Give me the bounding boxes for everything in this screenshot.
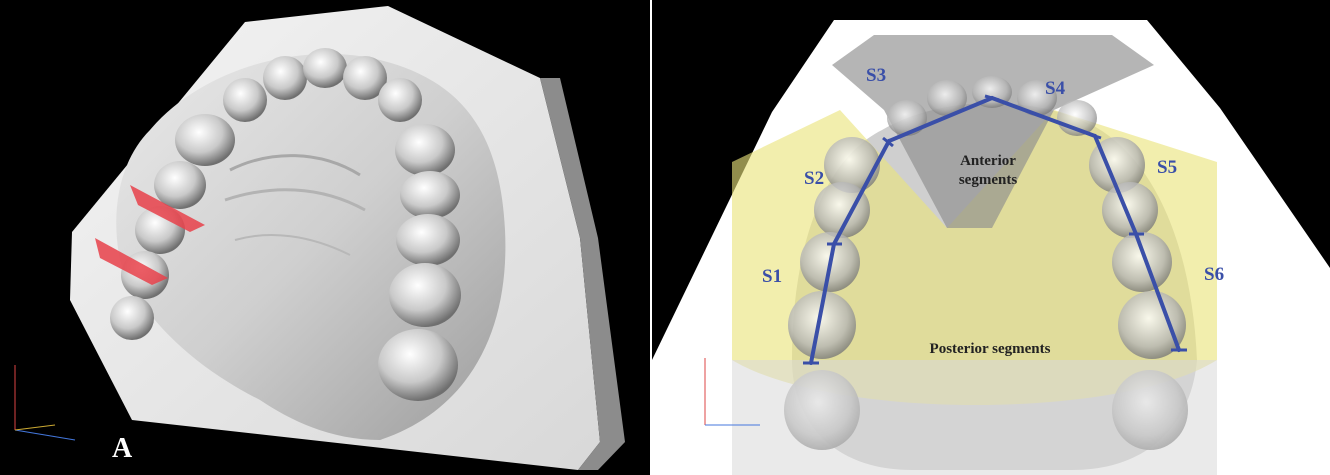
tooth [223,78,267,122]
axis-x [15,430,75,440]
anterior-label-line1: Anterior [928,152,1048,171]
anterior-segments-label: Anterior segments [928,152,1048,190]
tooth [378,329,458,401]
segment-label-s1: S1 [762,266,782,288]
anterior-label-line2: segments [928,171,1048,190]
segment-label-s3: S3 [866,65,886,87]
tooth [303,48,347,88]
tooth [154,161,206,209]
tooth [378,78,422,122]
tooth [175,114,235,166]
tooth [887,100,927,136]
tooth [389,263,461,327]
tooth [263,56,307,100]
segment-label-s2: S2 [804,168,824,190]
panel-label-a: A [112,433,132,465]
panel-a: A [0,0,650,475]
panel-label-b: B [664,433,683,465]
posterior-segments-label: Posterior segments [910,340,1070,359]
lower-band [732,360,1217,475]
tooth [1112,232,1172,292]
tooth [396,214,460,266]
segment-label-s4: S4 [1045,78,1065,100]
segment-label-s5: S5 [1157,157,1177,179]
dental-model-3d-view [0,0,650,475]
dental-arch-segments-view [652,0,1330,475]
tooth [110,296,154,340]
panel-b: S1 S2 S3 S4 S5 S6 Anterior segments Post… [652,0,1330,475]
segment-label-s6: S6 [1204,264,1224,286]
tooth [395,124,455,176]
tooth [400,171,460,219]
tooth [1102,182,1158,238]
axis-y [15,425,55,430]
